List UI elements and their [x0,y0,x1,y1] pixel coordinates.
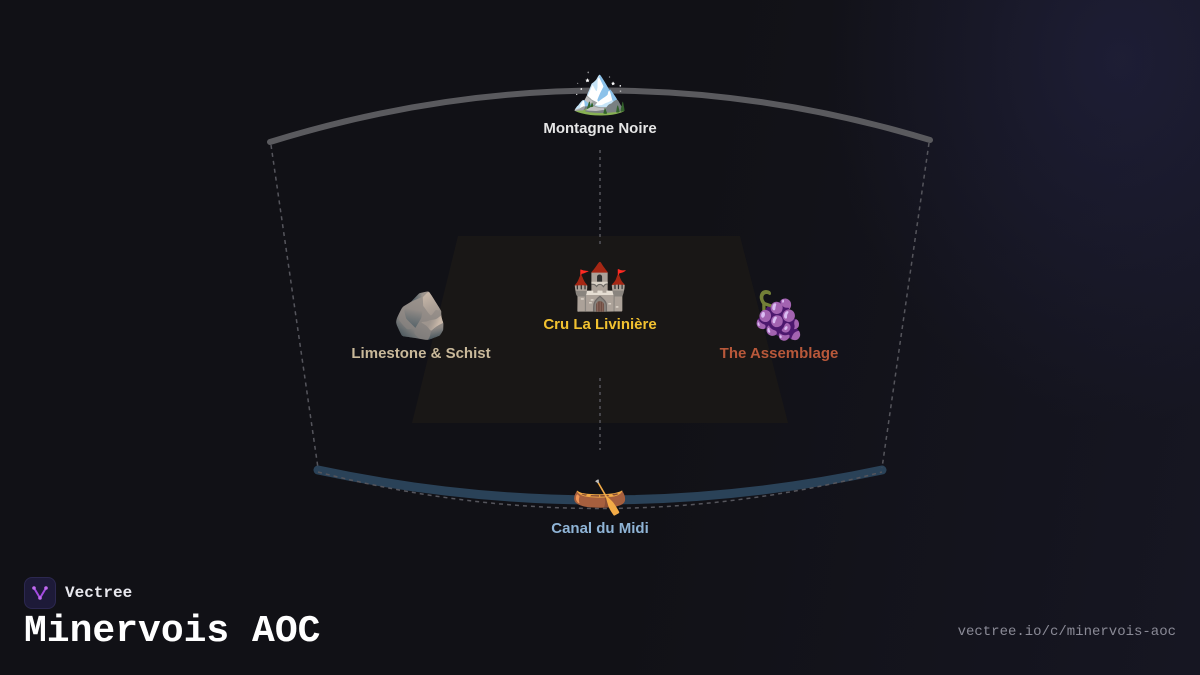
node-label-the-assemblage: The Assemblage [719,345,839,362]
source-url: vectree.io/c/minervois-aoc [957,624,1176,640]
castle-icon: 🏰 [571,260,629,312]
node-label-cru-la-liviniere: Cru La Livinière [543,316,657,333]
mountain-icon: 🏔️ [571,64,629,116]
node-label-montagne-noire: Montagne Noire [543,120,657,137]
center-panel [412,236,788,423]
rock-icon: 🪨 [392,289,450,341]
node-canal-du-midi: 🛶 Canal du Midi [551,464,649,537]
page-title: Minervois AOC [24,610,321,653]
node-the-assemblage: 🍇 The Assemblage [720,289,839,362]
bottom-arc [313,465,887,505]
node-label-canal-du-midi: Canal du Midi [551,520,649,537]
node-label-limestone-schist: Limestone & Schist [351,345,491,362]
vectree-logo-icon [24,577,56,609]
node-montagne-noire: 🏔️ Montagne Noire [543,64,656,137]
bottom-dashed-arc [317,471,883,510]
left-side-dashed [270,144,319,469]
brand-name: Vectree [65,584,133,602]
grapes-icon: 🍇 [750,289,808,341]
node-cru-la-liviniere: 🏰 Cru La Livinière [543,260,656,333]
node-limestone-schist: 🪨 Limestone & Schist [351,289,490,362]
canoe-icon: 🛶 [571,464,629,516]
right-side-dashed [881,142,930,469]
top-arc [267,87,933,145]
brand: Vectree [24,577,132,609]
